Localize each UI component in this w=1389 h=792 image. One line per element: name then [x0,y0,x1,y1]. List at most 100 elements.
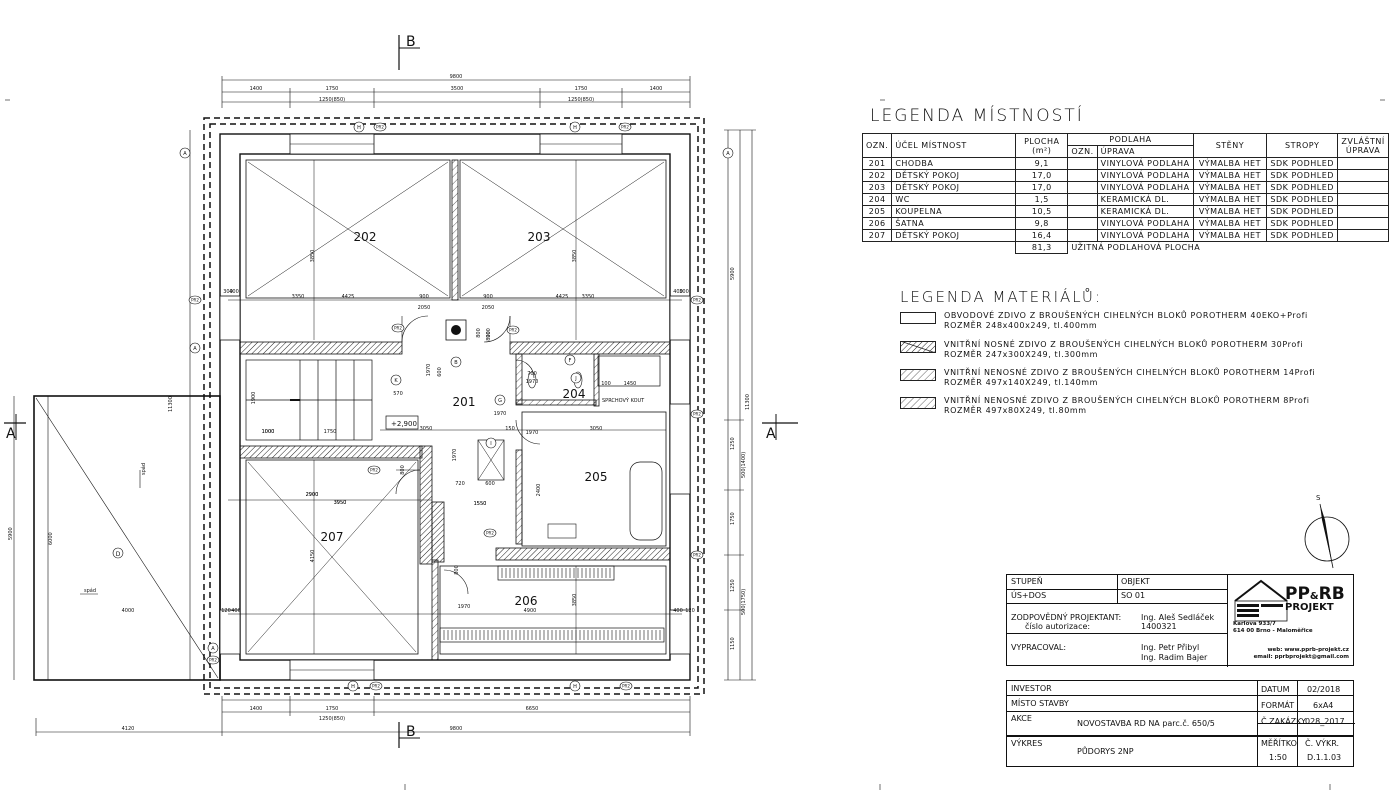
title-block-top: STUPEŇ ÚS+DOS OBJEKT SO 01 ZODPOVĚDNÝ PR… [1006,574,1354,667]
meritko-label: MĚŘÍTKO [1261,739,1297,748]
dim-top-total: 9800 [450,74,463,80]
section-label: B [406,34,416,50]
format-value: 6xA4 [1313,701,1334,710]
dim-label: 1750 [326,706,339,712]
room-legend-title: LEGENDA MÍSTNOSTÍ [870,106,1084,126]
top-dimension-lines [221,76,691,108]
dim-label: 1970 [458,604,471,610]
room-cell-ozn: 206 [861,217,893,230]
dim-label: 900 [486,328,492,338]
address-2: 614 00 Brno - Maloměřice [1233,628,1313,634]
axis-bubble [189,342,201,354]
material-swatch-plain [900,312,936,324]
dim-label: 900 [483,294,493,300]
stupen-label: STUPEŇ [1011,577,1043,586]
dim-label: 2900 [306,492,319,498]
dim-label: 1750 [730,512,736,525]
load-bearing-walls [239,341,671,565]
material-line: ROZMĚR 248x400x249, tl.400mm [944,321,1098,330]
axis-label: F [569,358,572,364]
window-tag [690,295,704,305]
north-label: S [1316,494,1321,502]
right-dim-labels: 5900 11300 1250 500(1400) 1750 1250 500(… [730,267,751,650]
room-cell-walls: VÝMALBA HET [1192,205,1268,218]
dim-label: 1970 [426,364,432,377]
room-cell-special [1337,157,1389,170]
dim-label: 3950 [334,500,347,506]
room-cell-ceiling: SDK PODHLED [1266,181,1339,194]
col-stropy: STROPY [1266,133,1339,158]
datum-value: 02/2018 [1307,685,1341,694]
axis-bubble [179,147,191,159]
col-steny: STĚNY [1192,133,1268,158]
room-cell-ozn2 [1067,193,1098,206]
window-tag [618,122,632,132]
window-tag-label: PR2 [209,658,217,663]
room-cell-name: ŠATNA [891,217,1017,230]
dim-label: 3850 [572,594,578,607]
slope-label: spád [140,463,147,475]
staircase [245,359,373,441]
window-tag [367,465,381,475]
vyprac-label: VYPRACOVAL: [1011,643,1067,652]
window-tag [373,122,387,132]
room-cell-special [1337,181,1389,194]
room-cell-special [1337,205,1389,218]
room-cell-area: 17,0 [1015,169,1069,182]
terrace-label: D [116,551,121,558]
zakazky-value: 028_2017 [1305,717,1345,726]
partition-walls [431,159,600,661]
room-cell-ozn: 201 [861,157,893,170]
room-cell-ozn: 202 [861,169,893,182]
dim-label: 4425 [342,294,355,300]
level-box [385,415,419,430]
window-tag-label: PR2 [693,412,701,417]
room-number-204: 204 [563,387,586,401]
room-cell-walls: VÝMALBA HET [1192,217,1268,230]
axis-label: A [183,151,187,157]
material-line: ROZMĚR 497x140X249, tl.140mm [944,378,1099,387]
room-cell-walls: VÝMALBA HET [1192,169,1268,182]
logo-amp: & [1309,591,1319,602]
material-line: VNITŘNÍ NENOSNÉ ZDIVO Z BROUŠENÝCH CIHEL… [944,368,1316,377]
col-podlaha: PODLAHA [1067,133,1194,146]
section-mark-a-right: A [762,414,798,442]
room-cell-name: DĚTSKÝ POKOJ [891,181,1017,194]
logo-pp: PP [1285,584,1310,604]
section-mark-b-top: B [398,34,420,70]
room-cell-ceiling: SDK PODHLED [1266,193,1339,206]
left-dimension-lines [13,130,191,680]
dim-label: 500(1750) [741,589,747,615]
room-cell-name: CHODBA [891,157,1017,170]
axis-bubble [570,372,582,384]
room-cell-walls: VÝMALBA HET [1192,181,1268,194]
total-area: 81,3 [1015,241,1069,254]
dim-label: 100 [601,381,611,387]
room-number-206: 206 [515,594,538,608]
format-label: FORMÁT [1261,701,1295,710]
window-tag [391,323,405,333]
bottom-segment-labels: 1400 1750 6650 1250(850) 9800 4120 [122,706,539,732]
col-uprava: ÚPRAVA [1096,145,1194,158]
room-number-205: 205 [585,470,608,484]
dim-label: 1450 [624,381,637,387]
axis-label: B [454,360,458,366]
axis-label: A [211,646,215,652]
window-tag [206,655,220,665]
washbasin [547,523,577,539]
dim-label: 4150 [310,550,316,563]
axis-bubble [564,354,576,366]
room-cell-floor: VINYLOVÁ PODLAHA [1096,229,1194,242]
dim-label: 1250(850) [319,97,345,103]
zodp-sub: číslo autorizace: [1025,622,1091,631]
dim-label: 400 [673,608,683,614]
dim-label: 600 [485,481,495,487]
room-cell-ozn: 204 [861,193,893,206]
window-tag-label: PR2 [693,298,701,303]
material-line: OBVODOVÉ ZDIVO Z BROUŠENÝCH CIHELNÝCH BL… [944,311,1308,320]
dim-label: 1970 [526,379,539,385]
axis-label: G [498,398,502,404]
dim-label: 1750 [324,429,337,435]
